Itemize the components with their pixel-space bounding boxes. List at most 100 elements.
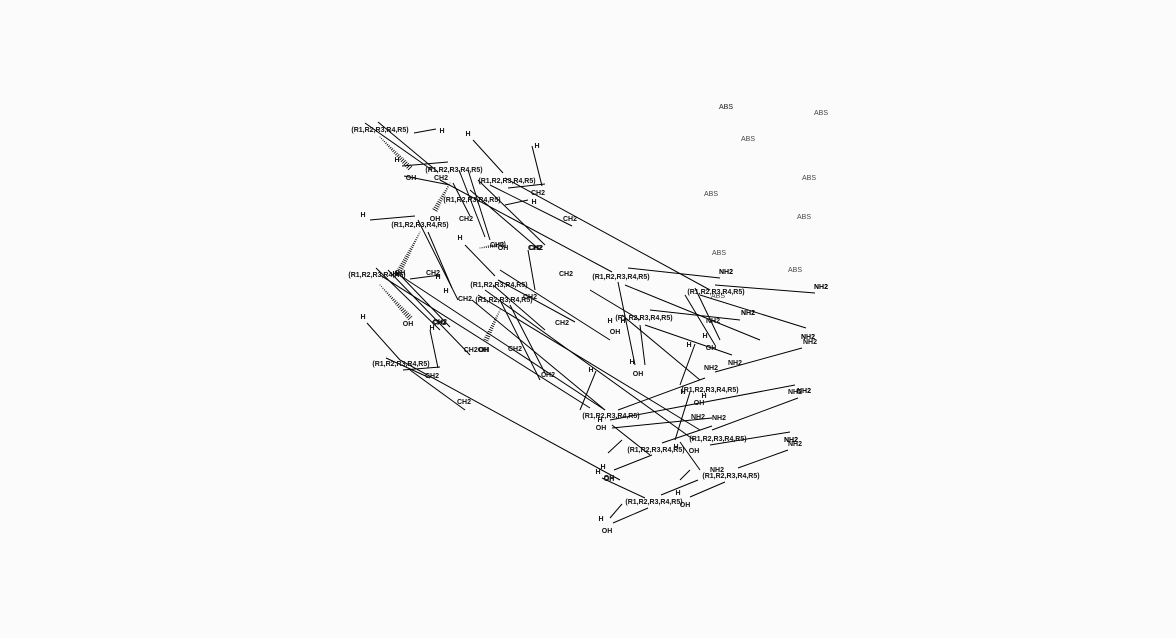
hydroxymethyl-label: CH2OH xyxy=(464,347,489,354)
substituent-group-label: (R1,R2,R3,R4,R5) xyxy=(689,436,746,443)
hydrogen-label: H xyxy=(534,143,539,150)
hashed-wedge-tick xyxy=(447,186,449,188)
methylene-label: CH2 xyxy=(458,296,472,303)
bond-line xyxy=(737,449,789,469)
amine-label: NH2 xyxy=(814,284,828,291)
hashed-wedge-tick xyxy=(398,266,404,270)
hashed-wedge-tick xyxy=(412,242,416,245)
substituent-group-label: (R1,R2,R3,R4,R5) xyxy=(681,387,738,394)
bond-line xyxy=(613,454,653,471)
hydrogen-label: H xyxy=(598,516,603,523)
hashed-wedge-tick xyxy=(445,187,448,190)
methylene-label: CH2 xyxy=(541,372,555,379)
bond-line xyxy=(611,417,713,429)
amine-label: NH2 xyxy=(710,467,724,474)
hashed-wedge-tick xyxy=(403,311,408,315)
amine-label: NH2 xyxy=(814,284,828,291)
methylene-label: CH2 xyxy=(434,175,448,182)
bond-line xyxy=(403,175,451,186)
bond-line xyxy=(601,477,646,499)
bond-line xyxy=(379,274,591,409)
hydroxyl-label: OH xyxy=(430,216,441,223)
amine-label: NH2 xyxy=(741,310,755,317)
hashed-wedge-tick xyxy=(487,330,492,334)
bond-line xyxy=(689,481,726,498)
hydrogen-label: H xyxy=(597,417,602,424)
bond-line xyxy=(409,274,441,280)
bond-line xyxy=(369,215,416,221)
bond-line xyxy=(612,507,649,524)
hashed-wedge-bond xyxy=(397,231,421,272)
hashed-wedge-bond xyxy=(479,241,506,249)
hashed-wedge-tick xyxy=(389,146,392,149)
bond-line xyxy=(624,284,761,341)
hashed-wedge-tick xyxy=(492,321,496,323)
hashed-wedge-tick xyxy=(402,259,408,262)
bond-line xyxy=(492,284,546,331)
substituent-group-label: (R1,R2,R3,R4,R5) xyxy=(443,197,500,204)
bond-line xyxy=(489,184,573,227)
hashed-wedge-tick xyxy=(383,289,386,291)
bond-line xyxy=(399,274,451,328)
hashed-wedge-tick xyxy=(393,300,397,303)
hashed-wedge-tick xyxy=(497,313,499,315)
hashed-wedge-tick xyxy=(380,137,383,140)
bond-line xyxy=(714,347,803,373)
hashed-wedge-tick xyxy=(484,336,490,340)
hashed-wedge-tick xyxy=(403,257,409,260)
hashed-wedge-tick xyxy=(397,155,402,159)
bond-line xyxy=(679,469,691,481)
hashed-wedge-tick xyxy=(437,200,442,204)
hashed-wedge-tick xyxy=(403,161,408,166)
hashed-wedge-tick xyxy=(390,148,394,151)
amine-label: NH2 xyxy=(803,339,817,346)
hashed-wedge-tick xyxy=(491,244,494,248)
hydrogen-label: H xyxy=(360,314,365,321)
amine-label: NH2 xyxy=(788,389,802,396)
abs-label: ABS xyxy=(719,104,733,111)
bond-line xyxy=(469,189,541,251)
bond-line xyxy=(607,439,623,454)
substituent-group-label: (R1,R2,R3,R4,R5) xyxy=(702,473,759,480)
hydroxyl-label: OH xyxy=(498,245,509,252)
amine-label: NH2 xyxy=(788,441,802,448)
hydroxyl-label: OH xyxy=(395,270,406,277)
hydrogen-label: H xyxy=(673,444,678,451)
methylene-label: CH2 xyxy=(529,245,543,252)
bond-line xyxy=(627,267,721,279)
hashed-wedge-tick xyxy=(380,286,383,288)
hashed-wedge-tick xyxy=(399,264,405,268)
bond-line xyxy=(714,284,816,294)
bond-line xyxy=(472,139,504,174)
hydrogen-label: H xyxy=(394,271,399,278)
substituent-group-label: (R1,R2,R3,R4,R5) xyxy=(592,274,649,281)
methylene-label: CH2 xyxy=(425,373,439,380)
amine-label: NH2 xyxy=(741,310,755,317)
bond-line xyxy=(477,179,546,246)
hashed-wedge-tick xyxy=(407,165,413,171)
hashed-wedge-tick xyxy=(485,334,491,338)
amine-label: NH2 xyxy=(712,415,726,422)
hashed-wedge-tick xyxy=(433,206,439,210)
hashed-wedge-tick xyxy=(496,315,499,317)
amine-label: NH2 xyxy=(719,269,733,276)
hydrogen-label: H xyxy=(457,235,462,242)
hydrogen-label: H xyxy=(600,464,605,471)
hashed-wedge-bond xyxy=(432,182,451,212)
hashed-wedge-tick xyxy=(502,241,504,247)
hashed-wedge-tick xyxy=(402,159,406,164)
bond-line xyxy=(427,231,453,289)
hashed-wedge-tick xyxy=(440,195,445,198)
bond-line xyxy=(504,177,711,291)
abs-label: ABS xyxy=(704,191,718,198)
bond-line xyxy=(471,299,606,411)
hashed-wedge-tick xyxy=(399,306,403,310)
hashed-wedge-tick xyxy=(408,249,412,253)
substituent-group-label: (R1,R2,R3,R4,R5) xyxy=(475,297,532,304)
hashed-wedge-tick xyxy=(406,314,411,319)
bond-line xyxy=(617,281,636,366)
hashed-wedge-tick xyxy=(409,248,413,251)
hydrogen-label: H xyxy=(686,342,691,349)
bond-line xyxy=(402,366,441,371)
substituent-group-label: (R1,R2,R3,R4,R5) xyxy=(351,127,408,134)
